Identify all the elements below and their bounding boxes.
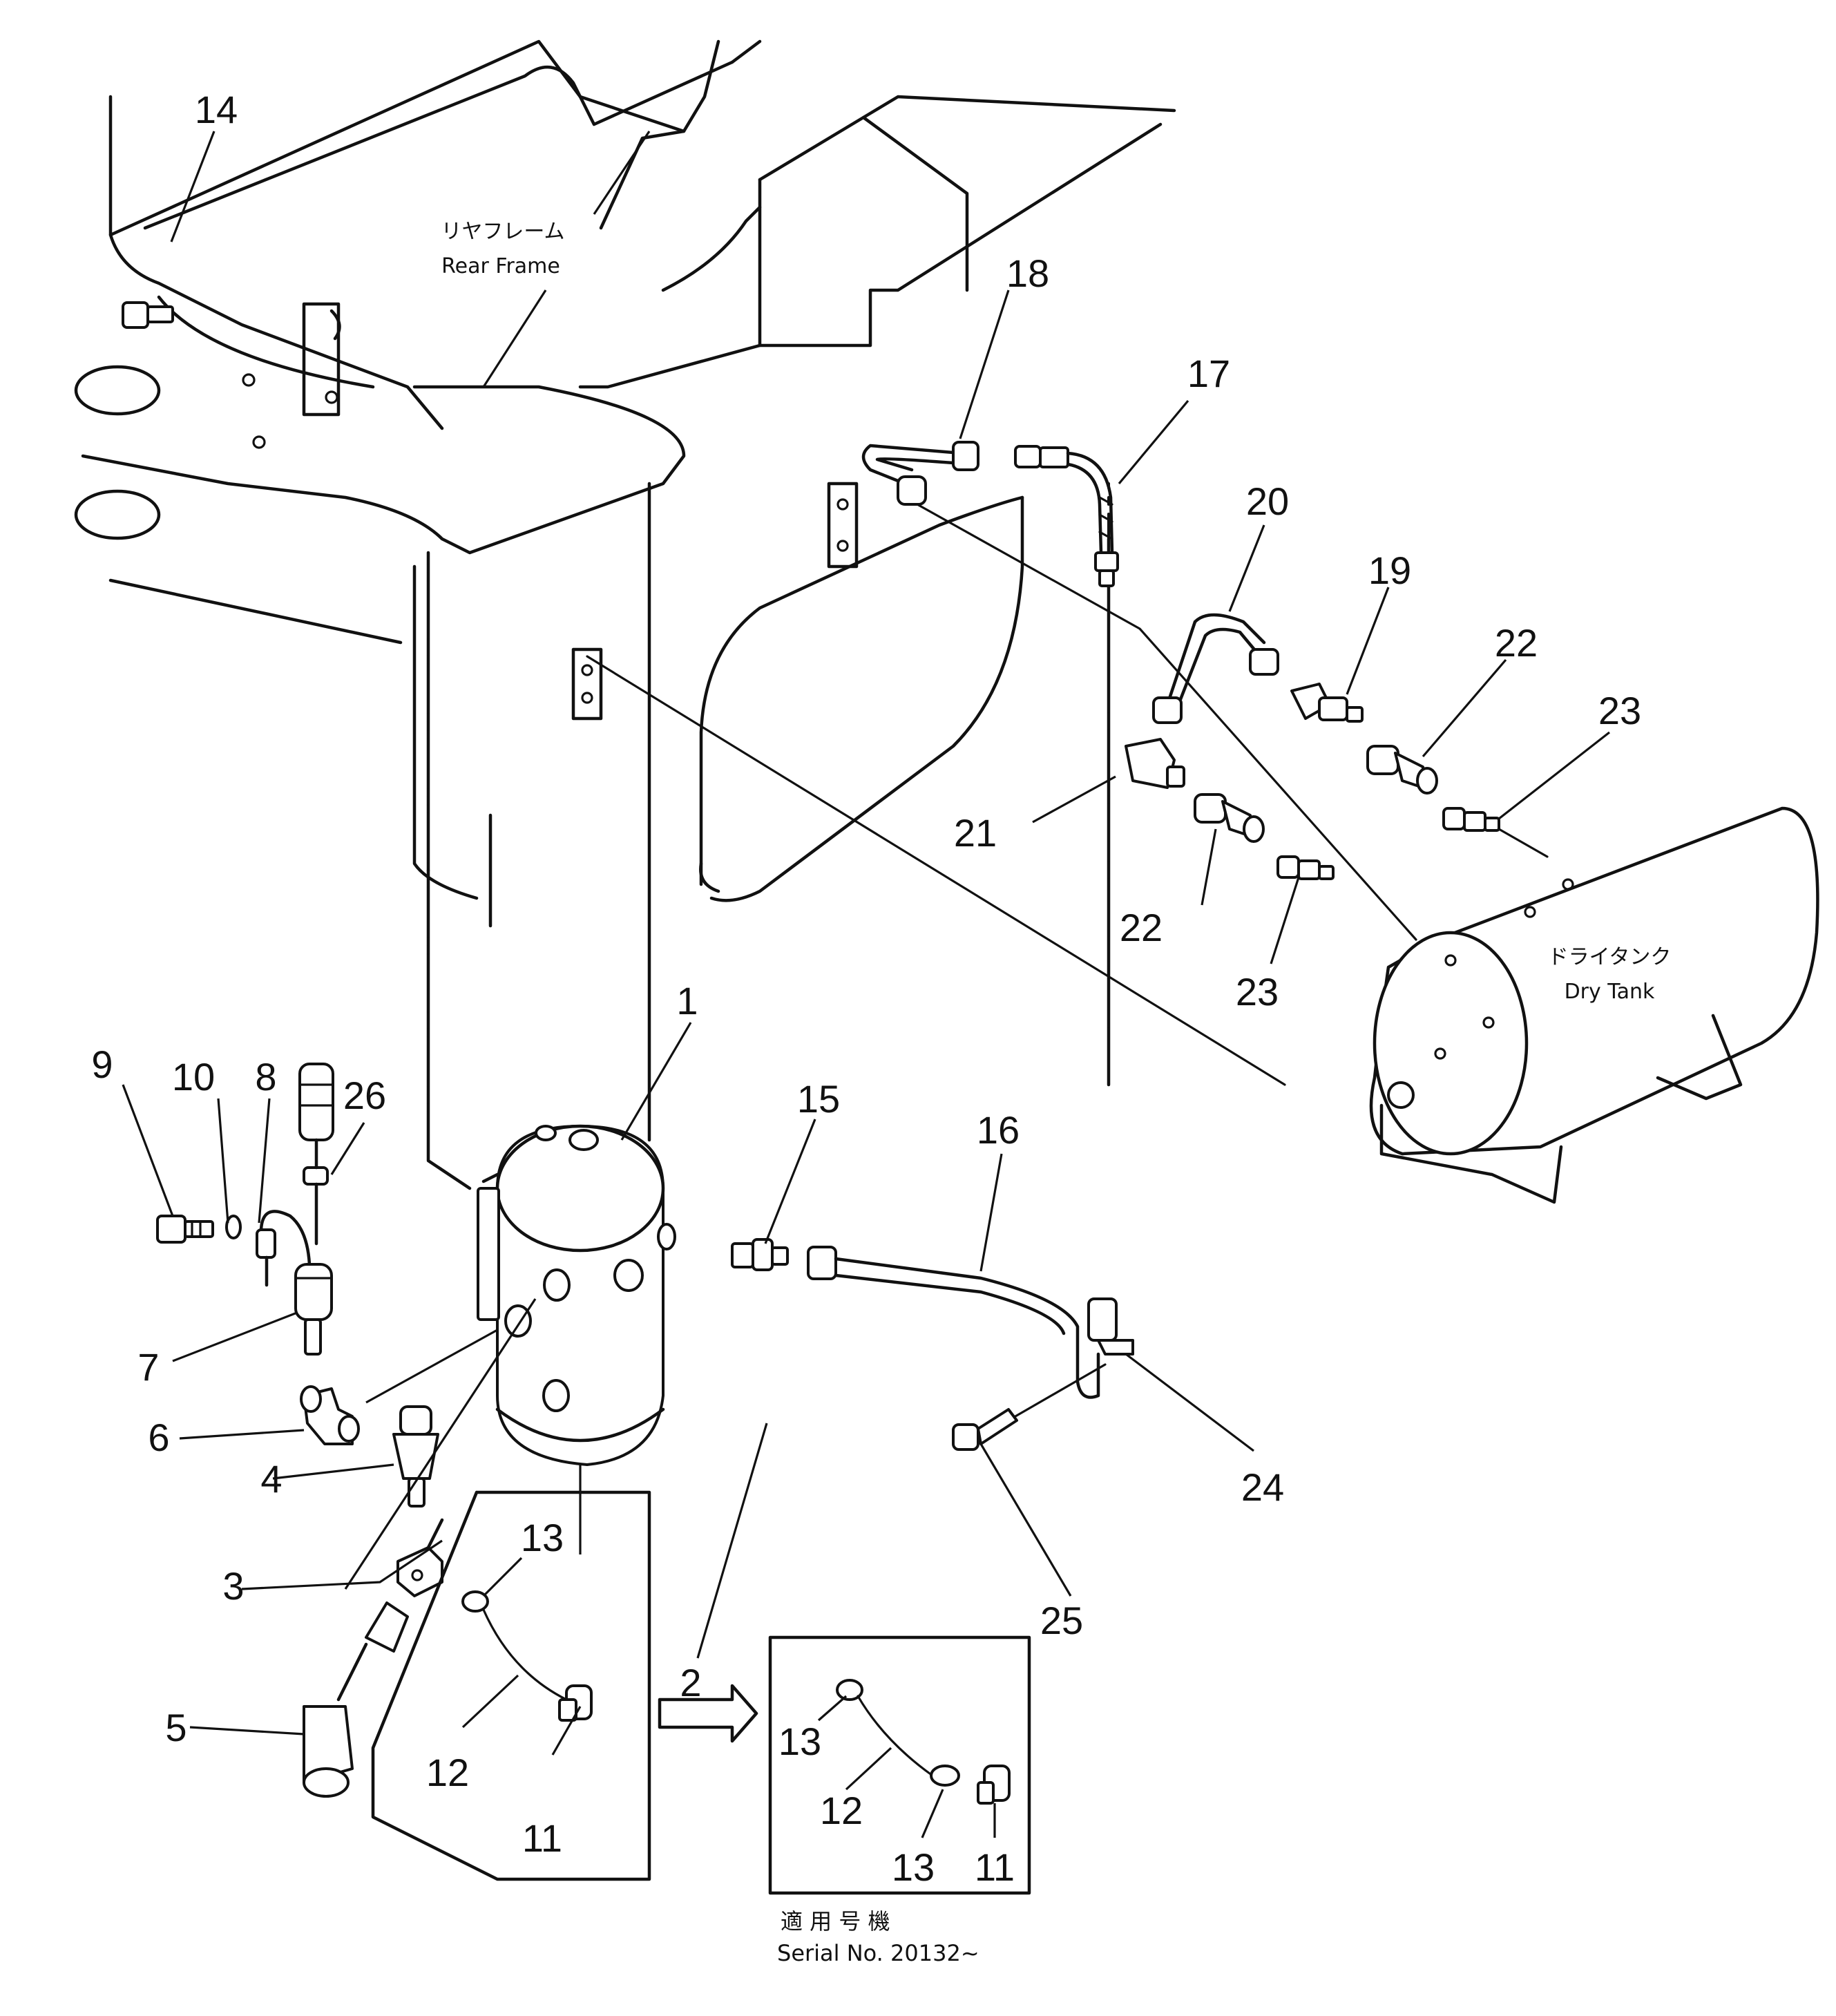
hose-17	[1014, 445, 1119, 587]
callout-24: 24	[1241, 1465, 1284, 1509]
callout-11-inset2: 11	[975, 1845, 1015, 1889]
tube-20	[1152, 613, 1279, 724]
fitting-19	[1290, 683, 1364, 723]
block-3	[396, 1518, 444, 1597]
elbow-6	[300, 1385, 360, 1445]
callout-5: 5	[165, 1706, 187, 1749]
callout-1: 1	[676, 979, 698, 1023]
callout-6: 6	[148, 1416, 169, 1459]
tube-18	[861, 441, 979, 506]
inset-drain-old	[371, 1490, 651, 1881]
callout-22-upper: 22	[1495, 621, 1538, 665]
callout-9: 9	[91, 1043, 113, 1086]
callout-2: 2	[680, 1661, 701, 1704]
callout-13-inset1: 13	[521, 1516, 564, 1559]
connector-15	[731, 1238, 789, 1271]
callout-13-inset2b: 13	[892, 1845, 935, 1889]
air-tank	[477, 1124, 676, 1554]
fitting-22-lower	[1194, 793, 1265, 843]
callout-14: 14	[195, 88, 238, 131]
block-21	[1125, 738, 1185, 789]
dry-tank-label-en: Dry Tank	[1565, 980, 1655, 1004]
callout-25: 25	[1040, 1599, 1083, 1642]
callout-17: 17	[1187, 352, 1230, 395]
callout-7: 7	[137, 1345, 159, 1389]
inset-drain-new	[768, 1635, 1031, 1895]
bolt-14	[122, 301, 174, 329]
callout-18: 18	[1006, 251, 1049, 295]
callout-15: 15	[797, 1077, 840, 1121]
valve-7	[256, 1210, 333, 1356]
callout-13-inset2: 13	[778, 1720, 821, 1763]
callout-22-lower: 22	[1120, 906, 1163, 949]
callout-12-inset1: 12	[426, 1751, 469, 1794]
callout-8: 8	[255, 1055, 276, 1099]
callout-19: 19	[1368, 549, 1411, 592]
callout-4: 4	[260, 1457, 282, 1501]
dry-tank: ドライタンク Dry Tank	[1369, 806, 1819, 1204]
serial-label-jp: 適 用 号 機	[781, 1908, 890, 1934]
valve-26	[298, 1063, 334, 1246]
callout-11-inset1: 11	[522, 1816, 562, 1860]
frame-panel	[426, 482, 1417, 1190]
fitting-22-upper	[1366, 745, 1438, 795]
serial-label-en: Serial No. 20132~	[777, 1940, 979, 1966]
callout-23-upper: 23	[1598, 689, 1641, 732]
tube-16	[807, 1246, 1134, 1399]
rear-frame-label-en: Rear Frame	[441, 254, 560, 278]
bolt-9	[156, 1215, 214, 1244]
callout-21: 21	[954, 811, 997, 855]
callout-10: 10	[172, 1055, 215, 1099]
callout-20: 20	[1246, 479, 1289, 523]
dry-tank-label-jp: ドライタンク	[1548, 945, 1672, 969]
fitting-23-lower	[1276, 855, 1335, 880]
callout-23-lower: 23	[1236, 970, 1279, 1014]
callout-26: 26	[343, 1074, 386, 1117]
rear-frame-leader-lower	[482, 289, 547, 388]
callout-12-inset2: 12	[820, 1789, 863, 1832]
callout-16: 16	[977, 1108, 1020, 1152]
rear-frame-label-jp: リヤフレーム	[441, 220, 564, 244]
callout-3: 3	[222, 1564, 244, 1608]
leader-lines	[122, 131, 1610, 1838]
rear-frame-leader-upper	[593, 131, 651, 215]
valve-5	[303, 1601, 409, 1798]
arrow-icon	[658, 1684, 758, 1743]
bolt-25	[952, 1363, 1107, 1451]
fitting-23-upper	[1442, 807, 1549, 858]
washer-10	[225, 1215, 242, 1239]
rear-frame	[74, 39, 1176, 928]
